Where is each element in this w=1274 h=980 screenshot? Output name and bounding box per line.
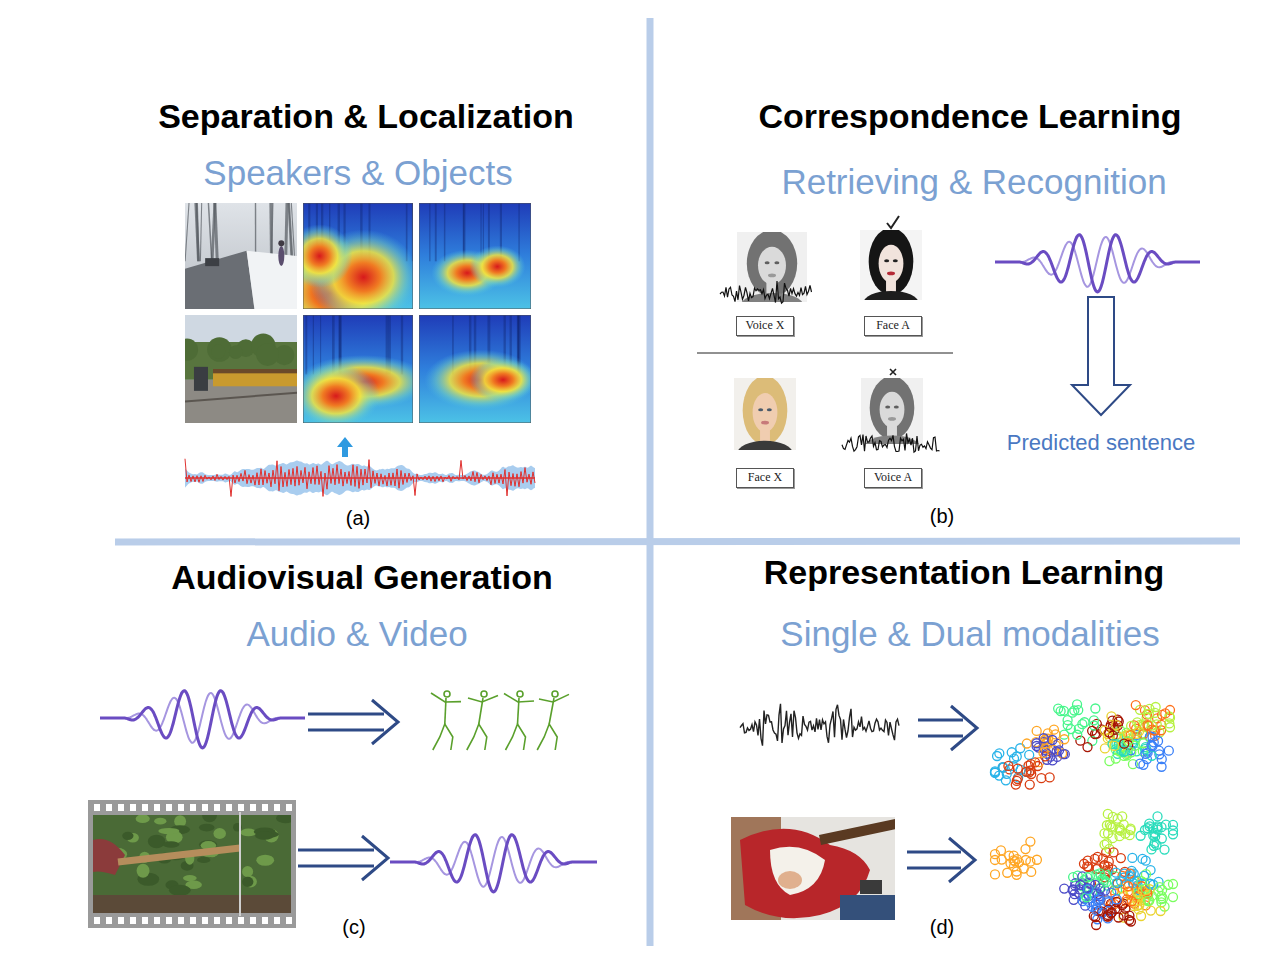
film-strip	[86, 800, 296, 928]
panel-subheading: Audio & Video	[246, 615, 467, 654]
panel-subheading: Retrieving & Recognition	[781, 163, 1166, 202]
right-arrow	[918, 706, 977, 750]
box-label: Face A	[876, 319, 910, 332]
embedding-scatter	[991, 700, 1175, 789]
divider-line	[647, 18, 654, 946]
voice-waveform	[720, 281, 812, 303]
box-label: Voice A	[874, 471, 912, 484]
right-arrow	[907, 838, 975, 882]
box-label: Face X	[748, 471, 782, 484]
panel-letter: (d)	[930, 916, 954, 938]
panel-letter: (b)	[930, 505, 954, 527]
separator-line	[697, 353, 953, 354]
guitar-photo	[731, 817, 895, 920]
panel-heading: Representation Learning	[764, 554, 1165, 591]
right-arrow	[308, 700, 398, 744]
localization-images	[176, 203, 537, 428]
panel-heading: Audiovisual Generation	[171, 559, 553, 596]
down-arrow	[1072, 297, 1130, 415]
check-mark	[887, 216, 899, 228]
panel-letter: (c)	[342, 916, 365, 938]
divider-line	[115, 541, 1240, 542]
audio-waveform	[100, 691, 305, 748]
right-arrow	[298, 836, 388, 880]
dance-figures	[431, 691, 569, 750]
caption-box: Voice A	[864, 468, 922, 488]
box-label: Voice X	[746, 319, 785, 332]
audio-waveform	[995, 235, 1200, 292]
voice-waveform	[842, 433, 940, 452]
face-voice-pairs	[697, 216, 953, 467]
audio-baseline	[185, 477, 535, 479]
embedding-scatter	[991, 809, 1178, 929]
audio-spikes	[185, 459, 535, 497]
panel-heading: Separation & Localization	[158, 98, 574, 135]
caption-box: Face A	[864, 316, 922, 336]
caption-box: Voice X	[736, 316, 794, 336]
output-label: Predicted sentence	[1007, 431, 1195, 455]
audio-waveform	[390, 835, 597, 892]
audio-envelope	[185, 460, 535, 495]
audio-waveform	[740, 704, 899, 746]
caption-box: Face X	[736, 468, 794, 488]
panel-heading: Correspondence Learning	[758, 98, 1181, 135]
up-arrow	[337, 437, 353, 457]
panel-subheading: Single & Dual modalities	[780, 615, 1159, 654]
cross-mark	[890, 369, 896, 375]
panel-subheading: Speakers & Objects	[203, 154, 512, 193]
panel-letter: (a)	[346, 507, 370, 529]
